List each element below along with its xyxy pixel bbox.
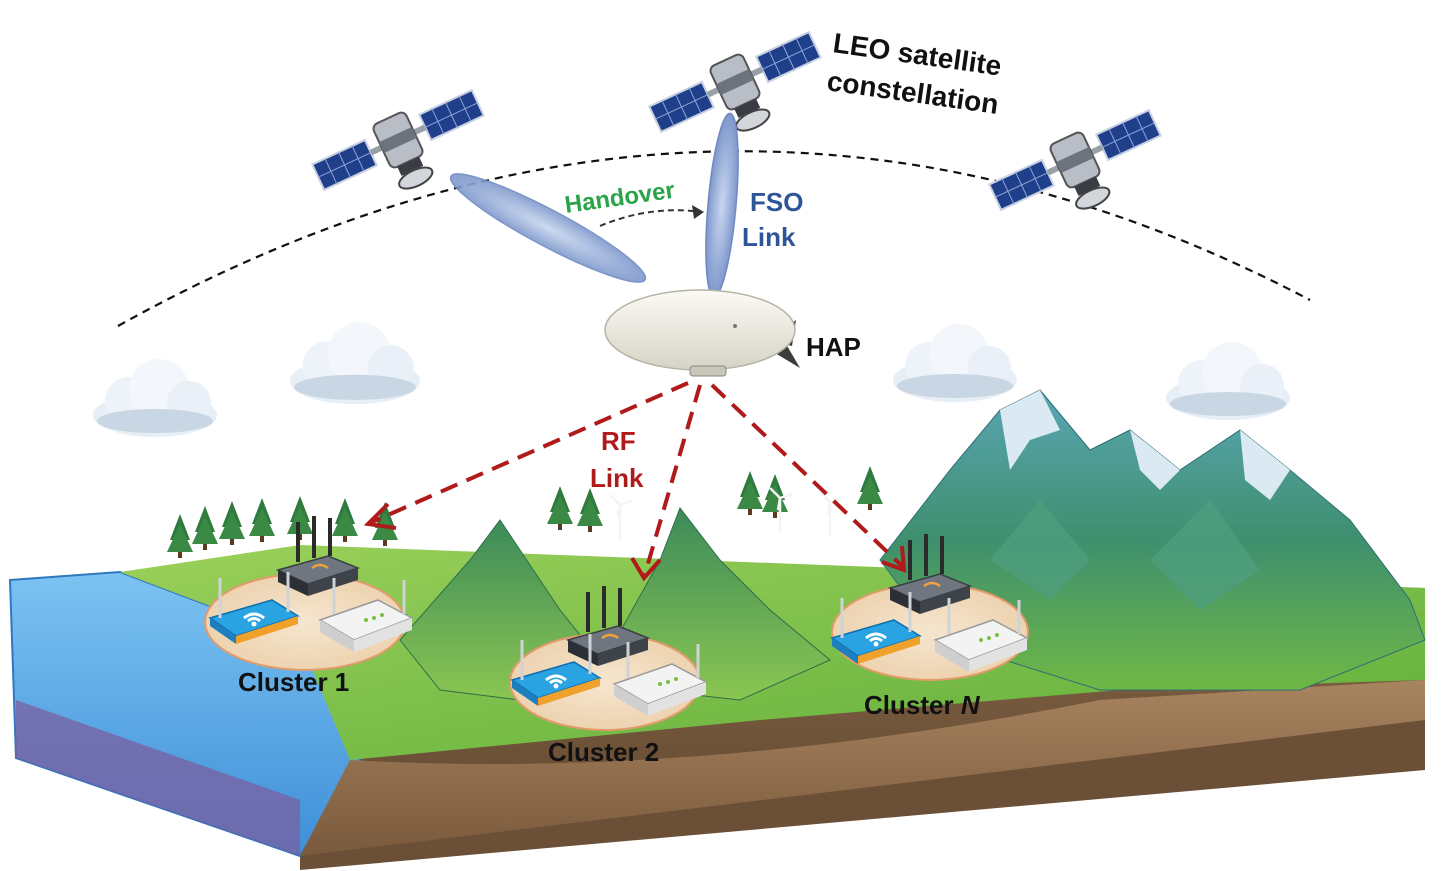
tree-icon [332, 498, 358, 542]
handover-arrowhead [692, 205, 704, 219]
handover-label: Handover [563, 177, 676, 219]
tree-icon [577, 488, 603, 532]
cloud-icon [893, 324, 1017, 402]
tree-icon [167, 514, 193, 558]
rf-label-line1: RF [601, 426, 636, 456]
cluster-2-label: Cluster 2 [548, 737, 659, 767]
hap-label: HAP [806, 332, 861, 362]
fso-beam-active [705, 112, 739, 298]
tree-icon [249, 498, 275, 542]
handover-arrow [599, 209, 703, 227]
cloud-icon [1166, 342, 1290, 420]
tree-icon [737, 471, 763, 515]
tree-icon [857, 466, 883, 510]
cluster-n-label-suffix: N [961, 690, 981, 720]
rf-arrowheads [363, 502, 907, 582]
rf-link-arrows [371, 381, 904, 575]
cluster-1-label: Cluster 1 [238, 667, 349, 697]
fso-label-line2: Link [742, 222, 796, 252]
satellite-icon [644, 22, 837, 166]
cluster-n-label-prefix: Cluster [864, 690, 961, 720]
wind-turbine-icon [609, 487, 843, 540]
tree-icon [547, 486, 573, 530]
rf-label-line2: Link [590, 463, 644, 493]
fso-label-line1: FSO [750, 187, 803, 217]
satellite-icon [984, 100, 1177, 244]
fso-beam-old [449, 173, 647, 283]
airship-icon [604, 289, 800, 377]
cluster-n-label: Cluster N [864, 690, 981, 720]
cloud-icon [93, 359, 217, 437]
tree-icon [192, 506, 218, 550]
cloud-icon [289, 322, 421, 405]
tree-icon [219, 501, 245, 545]
tree-row [167, 466, 883, 558]
